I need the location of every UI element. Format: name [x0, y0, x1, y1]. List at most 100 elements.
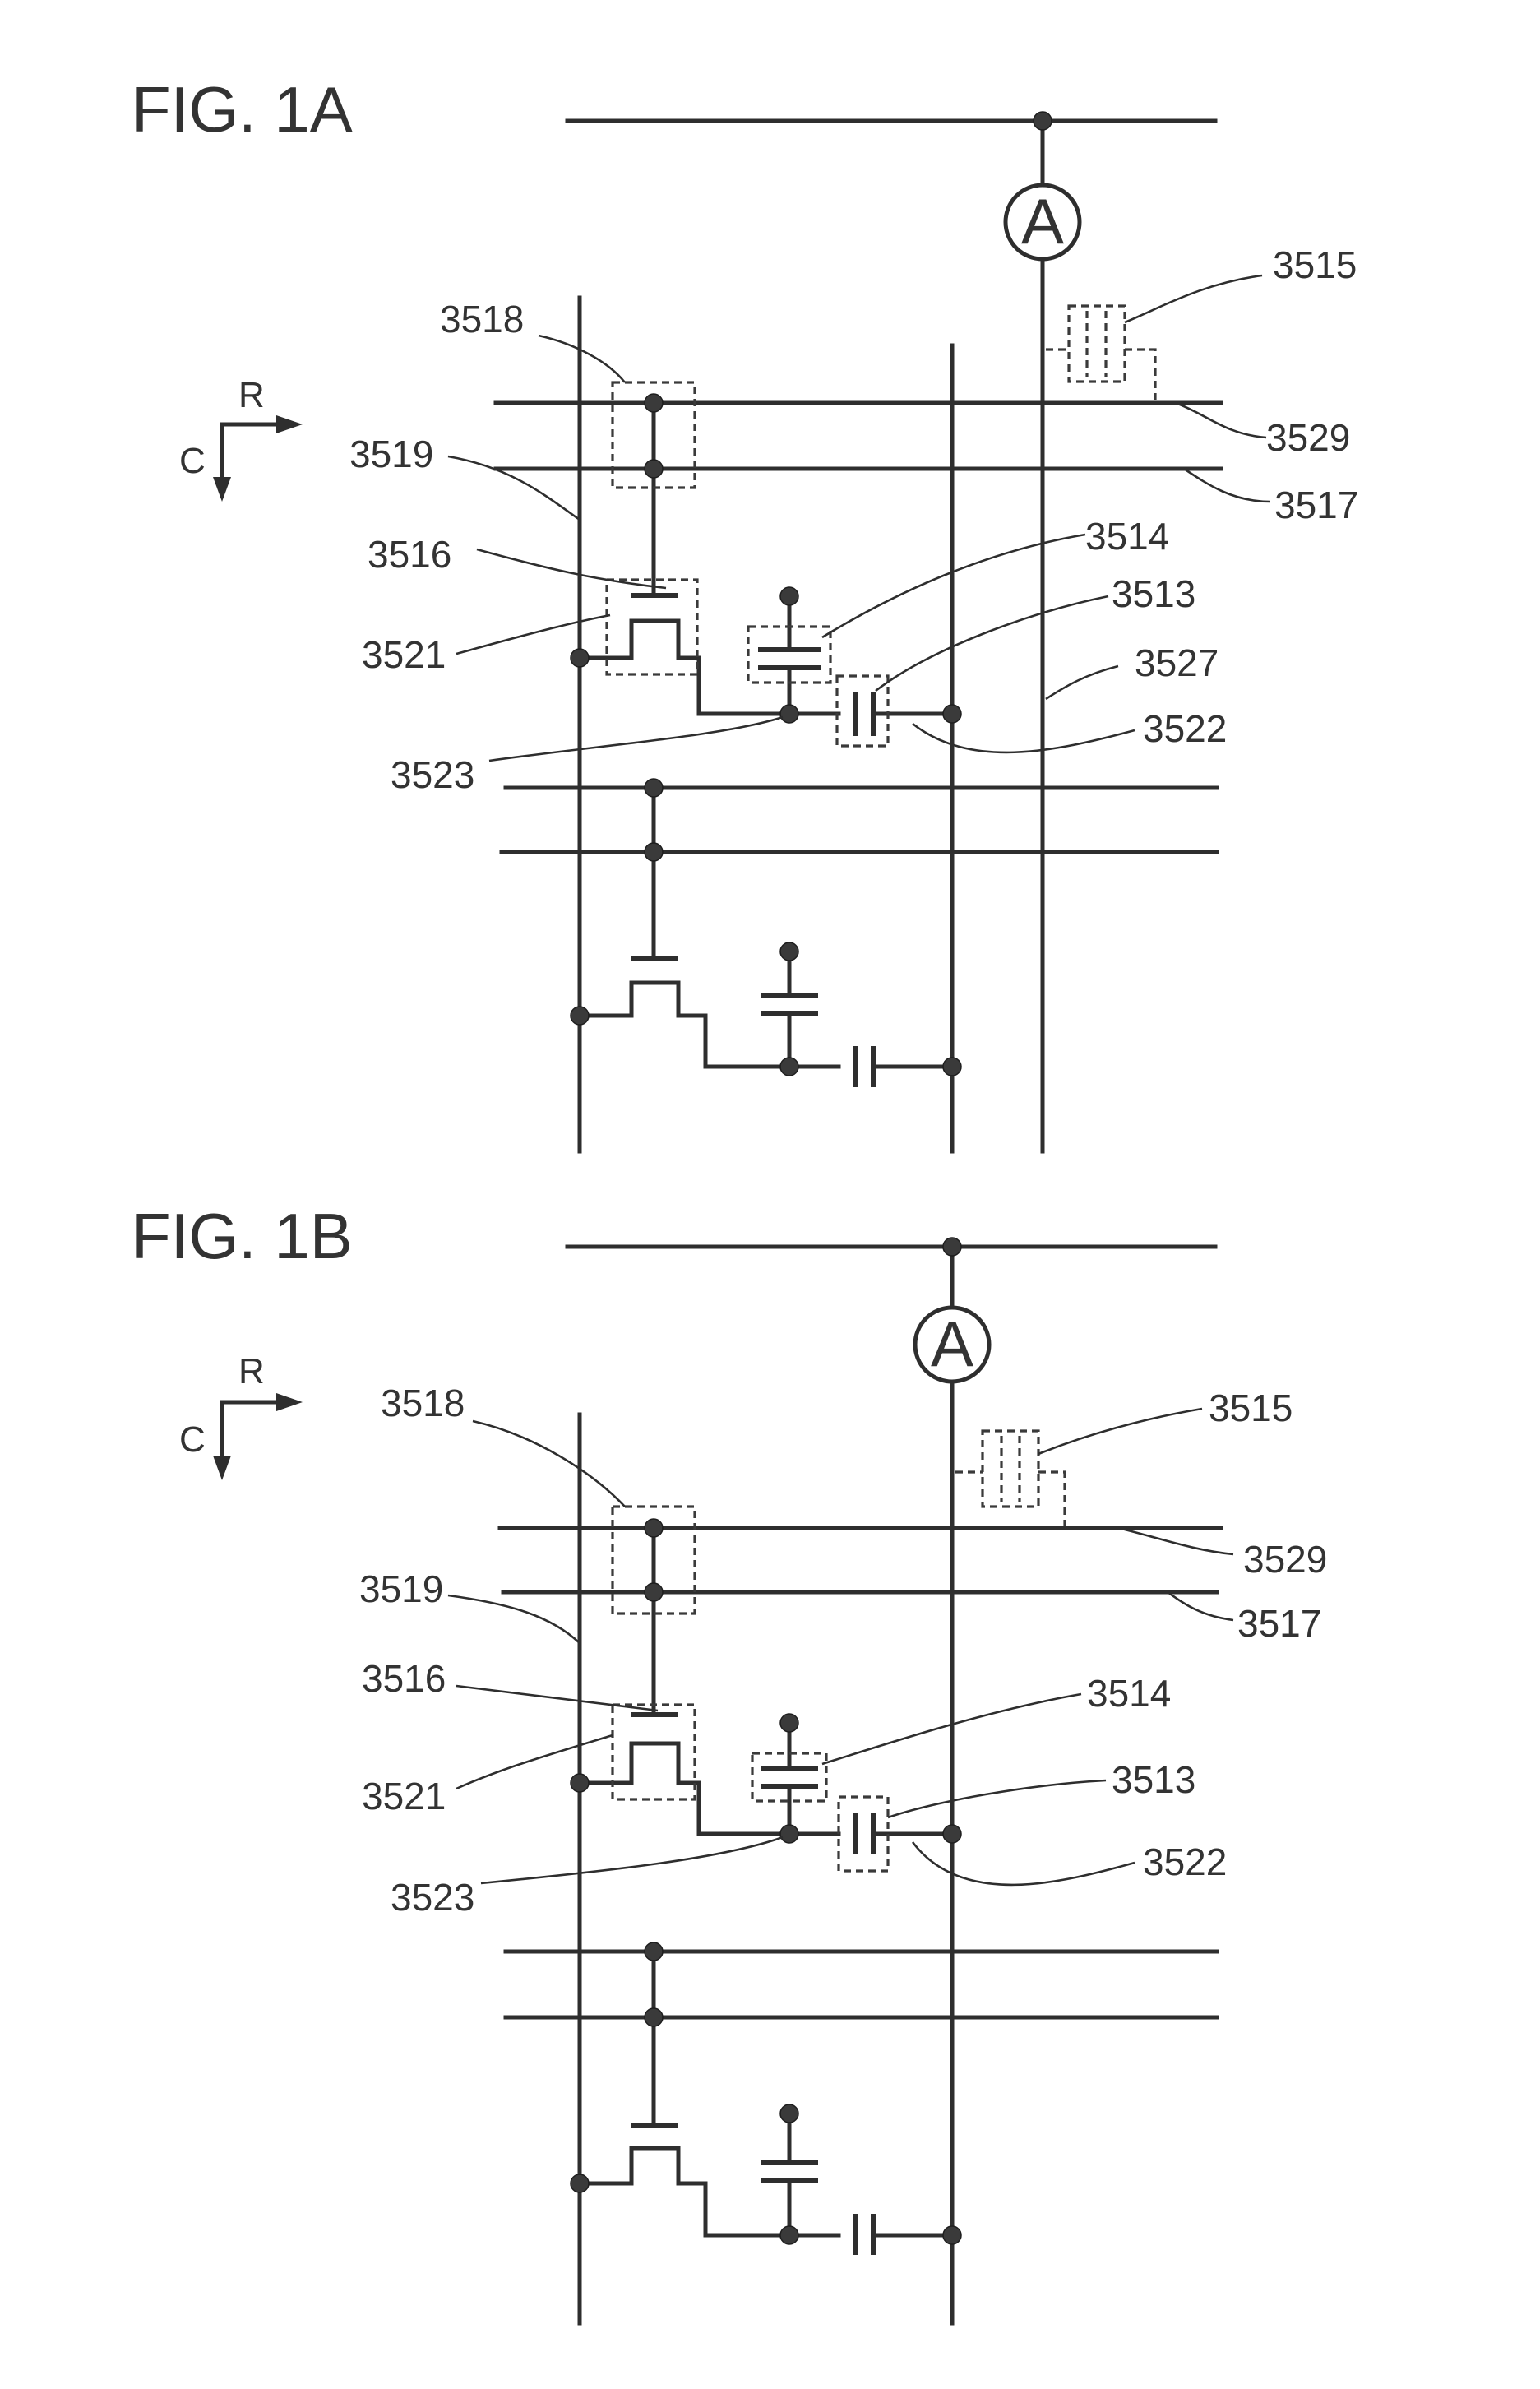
- label-3516: 3516: [368, 533, 451, 576]
- transistor-channel: [580, 2148, 789, 2235]
- leader-3529: [1176, 403, 1266, 438]
- region-3515-link: [1125, 350, 1155, 401]
- axis-indicator: R C: [179, 1351, 303, 1480]
- leader-3517: [1168, 1592, 1233, 1620]
- leader-3515: [1038, 1409, 1202, 1454]
- leader-lines: [448, 1409, 1233, 1885]
- label-3514: 3514: [1087, 1672, 1171, 1715]
- junction-dot: [571, 649, 589, 667]
- leader-3519: [448, 456, 580, 520]
- figure-title: FIG. 1A: [132, 73, 353, 146]
- junction-dot: [943, 1238, 961, 1256]
- junction-dot: [571, 2174, 589, 2192]
- label-3521: 3521: [362, 633, 446, 676]
- label-3518: 3518: [381, 1382, 465, 1424]
- junction-dot: [780, 2226, 798, 2244]
- leader-3523: [489, 717, 783, 761]
- label-3515: 3515: [1273, 243, 1357, 286]
- ammeter: A: [1006, 185, 1080, 259]
- transistor-channel-3521: [580, 621, 789, 714]
- junction-dot-3523: [780, 705, 798, 723]
- label-3529: 3529: [1243, 1538, 1327, 1581]
- junction-dot: [645, 779, 663, 797]
- leader-3529: [1118, 1528, 1233, 1554]
- label-3515: 3515: [1209, 1387, 1293, 1429]
- leader-3521: [456, 615, 610, 654]
- reference-labels: 3518 3515 3529 3519 3517 3516 3514 3521 …: [359, 1382, 1327, 1919]
- label-3529: 3529: [1266, 416, 1350, 459]
- wiring: [496, 121, 1221, 1151]
- dashed-outlines: [613, 1431, 1065, 1871]
- label-3513: 3513: [1112, 572, 1195, 615]
- leader-3519: [448, 1595, 580, 1643]
- label-3519: 3519: [359, 1567, 443, 1610]
- junction-dot: [780, 1058, 798, 1076]
- leader-3522: [913, 1842, 1135, 1885]
- leader-3518: [473, 1421, 625, 1507]
- transistor-channel: [580, 983, 789, 1067]
- axis-column-label: C: [179, 441, 206, 481]
- dashed-outlines: [607, 306, 1155, 746]
- junction-dot: [645, 843, 663, 861]
- ammeter: A: [915, 1308, 989, 1382]
- junction-dot-3523: [780, 1825, 798, 1843]
- junctions: [571, 1238, 961, 2244]
- leader-3515: [1125, 275, 1262, 322]
- label-3523: 3523: [391, 753, 474, 796]
- junction-dot: [645, 2008, 663, 2026]
- label-3527: 3527: [1135, 641, 1219, 684]
- junction-dot: [571, 1774, 589, 1792]
- region-3515-link: [1038, 1472, 1065, 1526]
- label-3518: 3518: [440, 298, 524, 340]
- row-axis-arrow: [276, 1393, 303, 1411]
- junction-dot: [645, 1583, 663, 1601]
- junction-dot: [780, 942, 798, 961]
- axis-row-label: R: [238, 375, 265, 415]
- leader-3522: [913, 724, 1135, 752]
- row-axis-arrow: [276, 415, 303, 433]
- label-3523: 3523: [391, 1876, 474, 1919]
- label-3521: 3521: [362, 1775, 446, 1817]
- junction-dot: [571, 1007, 589, 1025]
- figure-1a: FIG. 1A R C: [132, 73, 1358, 1151]
- region-3515: [983, 1431, 1038, 1507]
- leader-3516: [456, 1686, 658, 1711]
- axis-indicator: R C: [179, 375, 303, 502]
- leader-3513: [888, 1780, 1106, 1817]
- junction-dot: [645, 1942, 663, 1961]
- junction-dot: [780, 587, 798, 605]
- figure-title: FIG. 1B: [132, 1200, 353, 1272]
- label-3516: 3516: [362, 1657, 446, 1700]
- junction-dot: [780, 2104, 798, 2123]
- label-3522: 3522: [1143, 707, 1227, 750]
- transistor-channel-3521: [580, 1743, 789, 1834]
- junction-dot: [780, 1714, 798, 1732]
- label-3522: 3522: [1143, 1840, 1227, 1883]
- leader-3516: [477, 549, 666, 588]
- leader-3523: [481, 1837, 783, 1883]
- ammeter-symbol: A: [1021, 185, 1064, 257]
- junction-dot: [943, 705, 961, 723]
- label-3513: 3513: [1112, 1758, 1195, 1801]
- column-axis-arrow: [213, 477, 231, 502]
- region-3515: [1069, 306, 1125, 382]
- label-3517: 3517: [1274, 484, 1358, 526]
- axis-column-label: C: [179, 1419, 206, 1460]
- label-3514: 3514: [1085, 515, 1169, 558]
- column-axis-arrow: [213, 1456, 231, 1480]
- leader-3517: [1184, 469, 1270, 502]
- region-3521: [613, 1705, 695, 1799]
- junction-dot: [1034, 112, 1052, 130]
- leader-3527: [1046, 666, 1118, 699]
- junction-dot: [943, 1825, 961, 1843]
- figure-1b: FIG. 1B R C: [132, 1200, 1327, 2323]
- junction-dot: [645, 394, 663, 412]
- label-3517: 3517: [1237, 1602, 1321, 1645]
- axis-row-label: R: [238, 1351, 265, 1391]
- label-3519: 3519: [349, 433, 433, 475]
- ammeter-symbol: A: [931, 1308, 973, 1380]
- junction-dot: [943, 2226, 961, 2244]
- leader-3513: [876, 596, 1108, 691]
- junction-dot: [645, 460, 663, 478]
